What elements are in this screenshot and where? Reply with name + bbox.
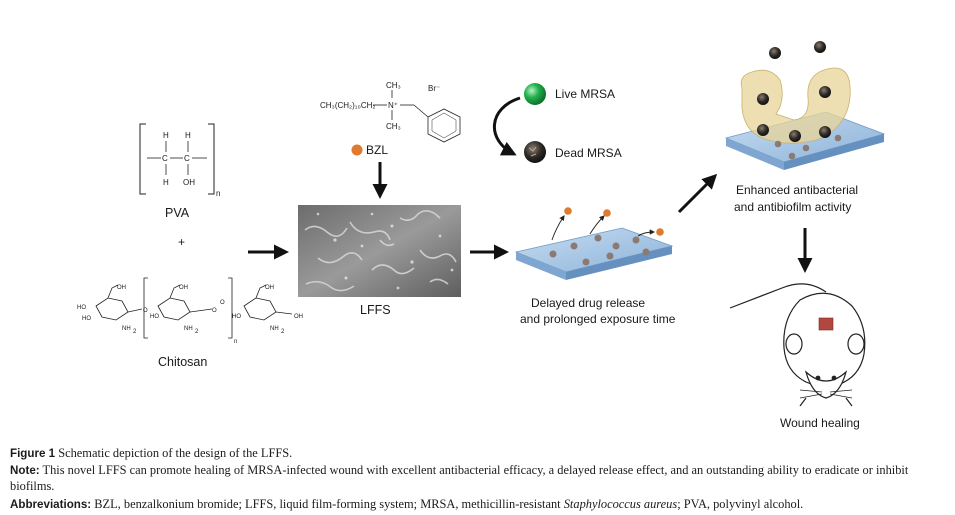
- svg-text:NH: NH: [122, 326, 131, 332]
- svg-text:HO: HO: [232, 314, 241, 320]
- bzl-methyl-top: CH₃: [386, 81, 401, 90]
- svg-text:HO: HO: [77, 305, 86, 311]
- pva-atom-oh: OH: [183, 178, 195, 187]
- bzl-structure: CH₃(CH₂)₁₀CH₂ N⁺ CH₃ CH₃ Br⁻: [320, 81, 461, 143]
- pva-atom-h1: H: [163, 131, 169, 140]
- svg-text:2: 2: [281, 329, 285, 335]
- pva-atom-h2: H: [185, 131, 191, 140]
- abbreviations-italic: Staphylococcus aureus: [563, 497, 678, 511]
- abbreviations-text-2: ; PVA, polyvinyl alcohol.: [677, 497, 804, 511]
- svg-text:n: n: [234, 339, 237, 345]
- dead-mrsa-label: Dead MRSA: [555, 146, 622, 160]
- wound-patch: [818, 317, 834, 331]
- lffs-label: LFFS: [360, 303, 391, 317]
- chitosan-structure: [95, 277, 293, 339]
- release-film: [514, 207, 674, 280]
- svg-text:O: O: [143, 308, 148, 314]
- activity-label-line1: Enhanced antibacterial: [736, 183, 858, 197]
- chitosan-label: Chitosan: [158, 355, 207, 369]
- svg-text:2: 2: [133, 329, 137, 335]
- pva-atom-c1: C: [162, 154, 168, 163]
- svg-text:HO: HO: [150, 314, 159, 320]
- svg-text:2: 2: [195, 329, 199, 335]
- lffs-sem-image: [298, 205, 461, 297]
- svg-text:NH: NH: [184, 326, 193, 332]
- pva-structure: H H C C H OH n: [139, 123, 220, 198]
- svg-text:O: O: [220, 300, 225, 306]
- svg-text:HO: HO: [82, 316, 91, 322]
- dead-mrsa-icon: [524, 141, 546, 163]
- arrow-to-activity: [677, 173, 718, 214]
- note-label: Note:: [10, 464, 40, 477]
- bzl-counterion: Br⁻: [428, 84, 440, 93]
- chitosan-atoms: OH OH OH HO HO O HO O HO O OH NH NH NH 2…: [77, 285, 303, 345]
- abbreviations-label: Abbreviations:: [10, 498, 92, 511]
- svg-text:O: O: [212, 308, 217, 314]
- bzl-chain: CH₃(CH₂)₁₀CH₂: [320, 101, 375, 110]
- svg-text:NH: NH: [270, 326, 279, 332]
- antibiofilm-film: [724, 41, 886, 170]
- live-mrsa-icon: [524, 83, 546, 105]
- mouse-illustration: [729, 283, 866, 407]
- svg-text:OH: OH: [265, 285, 274, 291]
- activity-label-line2: and antibiofilm activity: [734, 200, 851, 214]
- svg-text:OH: OH: [117, 285, 126, 291]
- bzl-dot: [351, 144, 363, 156]
- abbreviations-paragraph: Abbreviations: BZL, benzalkonium bromide…: [10, 497, 950, 513]
- bzl-nitrogen: N⁺: [388, 101, 398, 110]
- bzl-methyl-bottom: CH₃: [386, 122, 401, 131]
- svg-text:OH: OH: [179, 285, 188, 291]
- figure-caption-text: Schematic depiction of the design of the…: [58, 446, 293, 460]
- healing-label: Wound healing: [780, 416, 860, 430]
- release-label-line2: and prolonged exposure time: [520, 312, 676, 326]
- note-text: This novel LFFS can promote healing of M…: [10, 463, 909, 493]
- release-label-line1: Delayed drug release: [531, 296, 645, 310]
- schematic-figure: H H C C H OH n PVA + OH OH OH: [77, 41, 886, 430]
- plus-sign: +: [178, 235, 185, 249]
- live-mrsa-label: Live MRSA: [555, 87, 615, 101]
- figure-caption: Figure 1 Schematic depiction of the desi…: [10, 446, 950, 462]
- abbreviations-text-1: BZL, benzalkonium bromide; LFFS, liquid …: [94, 497, 561, 511]
- figure-label: Figure 1: [10, 447, 56, 460]
- pva-atom-n: n: [216, 189, 220, 198]
- svg-text:OH: OH: [294, 314, 303, 320]
- pva-atom-h3: H: [163, 178, 169, 187]
- bzl-label: BZL: [366, 143, 388, 157]
- pva-atom-c2: C: [184, 154, 190, 163]
- kill-arrow: [493, 96, 521, 156]
- note-paragraph: Note: This novel LFFS can promote healin…: [10, 463, 950, 494]
- pva-label: PVA: [165, 206, 190, 220]
